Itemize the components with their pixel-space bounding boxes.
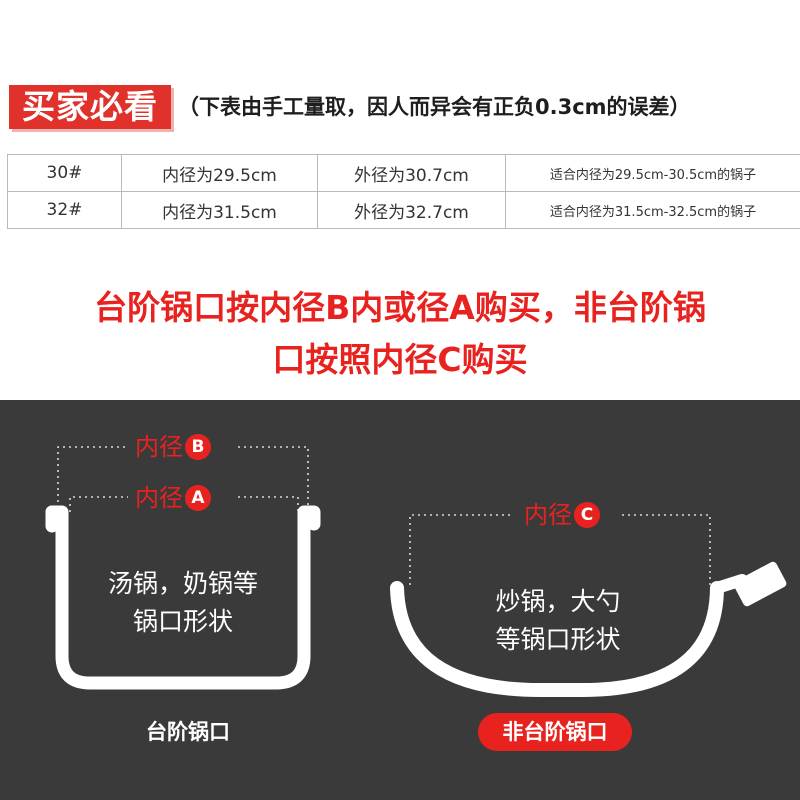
wok-description: 炒锅，大勺 等锅口形状 [478,583,638,659]
inner-diameter-cell: 内径为29.5cm [121,154,318,192]
inner-diameter-cell: 内径为31.5cm [121,191,318,229]
stepped-rim-caption: 台阶锅口 [146,720,230,744]
diameter-b-guide [57,446,309,508]
size-cell: 32# [7,191,122,229]
pot-diagram-panel: 内径 B 内径 A 内径 C 汤锅，奶锅等 锅口形状 炒锅，大勺 等锅口形状 台… [0,400,800,800]
outer-diameter-cell: 外径为30.7cm [317,154,506,192]
diameter-a-guide [69,496,299,512]
fit-range-cell: 适合内径为29.5cm-30.5cm的锅子 [505,154,800,192]
letter-a-badge: A [185,485,211,511]
fit-range-cell: 适合内径为31.5cm-32.5cm的锅子 [505,191,800,229]
diameter-b-text: 内径 [135,433,183,461]
diameter-c-guide [409,514,711,585]
info-panel: 买家必看 （下表由手工量取，因人而异会有正负0.3cm的误差） 30# 内径为2… [0,85,800,386]
diameter-b-label: 内径 B [135,432,211,462]
diameter-c-label: 内径 C [524,500,600,530]
size-table: 30# 内径为29.5cm 外径为30.7cm 适合内径为29.5cm-30.5… [7,154,800,229]
diameter-a-label: 内径 A [135,483,211,513]
non-stepped-rim-caption: 非台阶锅口 [478,713,632,751]
notice-row: 买家必看 （下表由手工量取，因人而异会有正负0.3cm的误差） [0,85,800,129]
letter-b-badge: B [185,434,211,460]
pot-diagram-svg [45,446,787,697]
wok-outline [390,581,724,697]
letter-c-badge: C [574,502,600,528]
wok-line-2: 等锅口形状 [495,625,621,654]
headline-line-1: 台阶锅口按内径B内或径A购买，非台阶锅 [94,288,706,327]
size-cell: 30# [7,154,122,192]
stepped-pot-line-2: 锅口形状 [132,607,233,636]
measurement-note: （下表由手工量取，因人而异会有正负0.3cm的误差） [178,95,691,119]
stepped-pot-line-1: 汤锅，奶锅等 [107,569,258,598]
table-row: 32# 内径为31.5cm 外径为32.7cm 适合内径为31.5cm-32.5… [7,191,800,229]
outer-diameter-cell: 外径为32.7cm [317,191,506,229]
purchase-guide-headline: 台阶锅口按内径B内或径A购买，非台阶锅 口按照内径C购买 [0,282,800,386]
wok-line-1: 炒锅，大勺 [495,587,621,616]
diameter-a-text: 内径 [135,484,183,512]
diameter-c-text: 内径 [524,501,572,529]
buyer-notice-badge: 买家必看 [9,85,171,129]
stepped-pot-outline [45,505,321,690]
wok-handle-grip [733,561,787,607]
stepped-pot-description: 汤锅，奶锅等 锅口形状 [103,565,263,641]
table-row: 30# 内径为29.5cm 外径为30.7cm 适合内径为29.5cm-30.5… [7,154,800,192]
headline-line-2: 口按照内径C购买 [272,340,528,379]
